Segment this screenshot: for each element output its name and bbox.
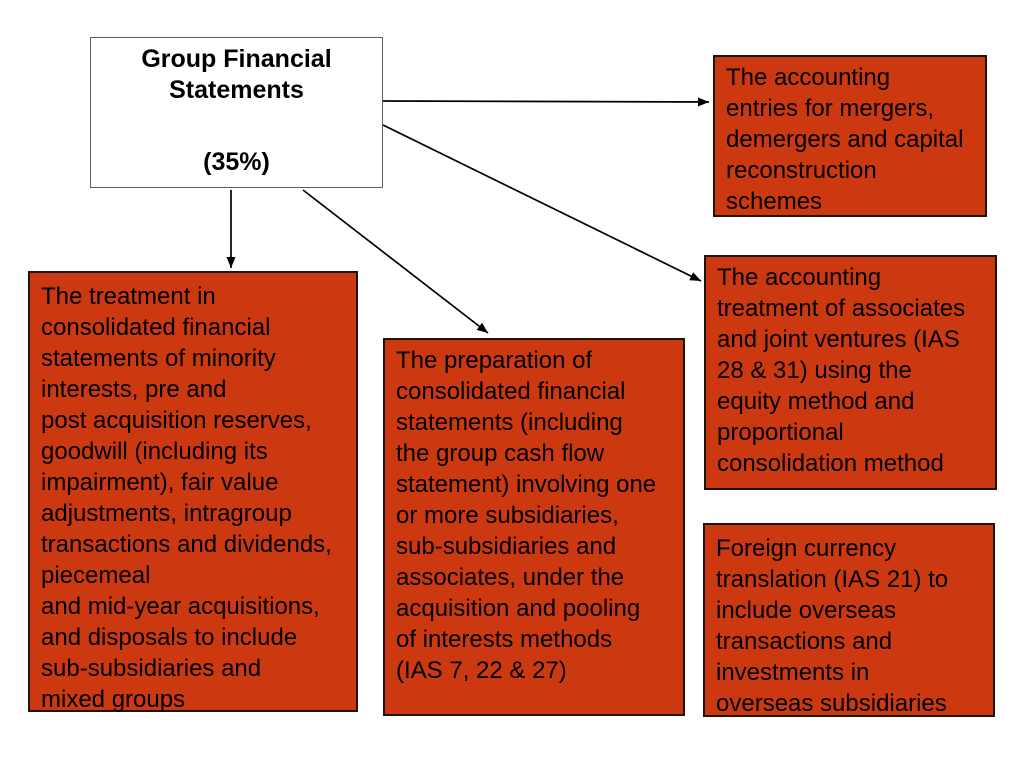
center-node-weight-label: (35%) [203,148,270,176]
topic-box-consolidated-statements-preparation: The preparation of consolidated financia… [383,338,685,716]
arrow-to-associates-joint-ventures [382,124,702,282]
topic-box-associates-joint-ventures: The accounting treatment of associates a… [704,255,997,490]
topic-box-minority-interests-treatment: The treatment in consolidated financial … [28,271,358,713]
center-node-title: Group Financial Statements [141,45,332,104]
arrow-to-merger-entries [382,97,710,107]
topic-box-merger-entries: The accounting entries for mergers, deme… [713,55,987,217]
topic-box-foreign-currency-translation: Foreign currency translation (IAS 21) to… [703,523,995,717]
group-financial-statements-node: Group Financial Statements (35%) [90,37,383,188]
